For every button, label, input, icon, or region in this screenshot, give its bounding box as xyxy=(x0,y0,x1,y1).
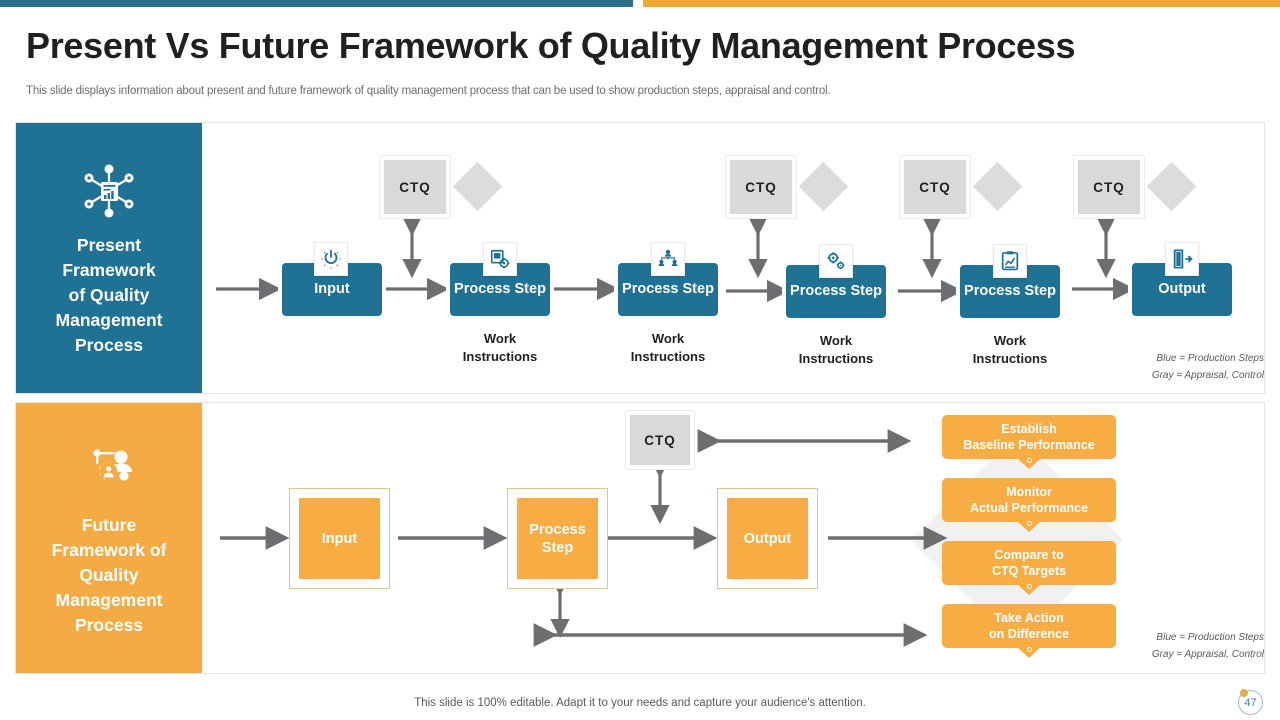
future-legend: Blue = Production Steps Gray = Appraisal… xyxy=(1070,629,1264,663)
present-flow-canvas: CTQ CTQ CTQ CTQ Input Process Step Proce… xyxy=(202,123,1264,393)
present-arrows-layer xyxy=(216,217,1136,303)
document-gear-icon xyxy=(483,242,517,276)
ctq-box[interactable]: CTQ xyxy=(1073,155,1145,219)
ctq-box[interactable]: CTQ xyxy=(899,155,971,219)
future-node-output[interactable]: Output xyxy=(717,488,818,589)
present-legend: Blue = Production Steps Gray = Appraisal… xyxy=(1070,350,1264,384)
present-node-process-step[interactable]: Process Step xyxy=(786,265,886,318)
page-subtitle: This slide displays information about pr… xyxy=(26,85,831,97)
future-arrows-layer xyxy=(220,429,948,647)
exit-door-icon xyxy=(1165,242,1199,276)
future-node-input[interactable]: Input xyxy=(289,488,390,589)
future-ctq-box[interactable]: CTQ xyxy=(625,410,695,470)
ctq-box[interactable]: CTQ xyxy=(379,155,451,219)
clipboard-chart-icon xyxy=(993,244,1027,278)
people-gear-icon xyxy=(77,439,141,503)
present-legend-line-gray: Gray = Appraisal, Control xyxy=(1151,370,1264,381)
footer-note: This slide is 100% editable. Adapt it to… xyxy=(414,697,866,709)
gears-icon xyxy=(819,244,853,278)
chevron-connector-dot-icon xyxy=(1026,647,1032,652)
chevron-connector-dot-icon xyxy=(1026,458,1032,463)
hierarchy-people-icon xyxy=(651,242,685,276)
power-gear-icon xyxy=(314,242,348,276)
ctq-box[interactable]: CTQ xyxy=(725,155,797,219)
top-accent-bar-blue xyxy=(0,0,633,7)
present-legend-line-blue: Blue = Production Steps xyxy=(1156,353,1264,364)
future-legend-line-blue: Blue = Production Steps xyxy=(1156,632,1264,643)
page-title: Present Vs Future Framework of Quality M… xyxy=(26,25,1076,66)
network-chart-icon xyxy=(77,159,141,223)
future-legend-line-gray: Gray = Appraisal, Control xyxy=(1151,649,1264,660)
chevron-connector-dot-icon xyxy=(1026,584,1032,589)
chevron-connector-dot-icon xyxy=(1026,521,1032,526)
page-number-badge: 47 xyxy=(1238,690,1263,715)
top-accent-bar-orange xyxy=(643,0,1280,7)
